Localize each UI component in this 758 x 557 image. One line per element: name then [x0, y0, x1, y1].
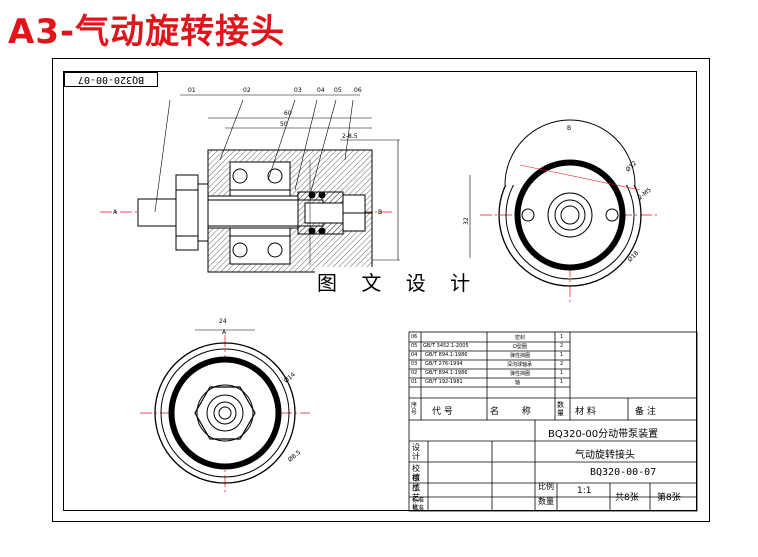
dimension-label: Ø8.5 — [287, 449, 303, 464]
part-row-std: GB/T 894.1-1986 — [425, 370, 468, 376]
scale-label: 比例 — [538, 482, 554, 491]
section-view — [100, 94, 400, 273]
part-row-name: 轴 — [515, 380, 521, 386]
part-row-qty: 1 — [560, 370, 564, 376]
role-approve: 批准 — [412, 505, 425, 512]
part-row-no: 01 — [411, 379, 418, 385]
part-label: 03 — [294, 87, 302, 94]
part-label: 06 — [354, 87, 362, 94]
header-qty: 数量 — [557, 401, 564, 417]
part-row-no: 03 — [411, 361, 418, 367]
view-label: A — [222, 329, 227, 336]
part-row-std: GB/T 3452.1-2005 — [423, 343, 469, 349]
part-row-name: 深沟球轴承 — [507, 362, 533, 368]
drawing-number: BQ320-00-07 — [590, 467, 657, 478]
dimension-label: Ø18 — [626, 250, 640, 264]
role-check: 校核 — [412, 464, 420, 482]
part-row-qty: 1 — [560, 379, 564, 385]
dimension-label: 32 — [463, 217, 470, 225]
part-name: 气动旋转接头 — [575, 450, 635, 461]
role-process: 工艺 — [412, 484, 420, 502]
part-row-qty: 1 — [560, 334, 564, 340]
dimension-label: 2-8.5 — [342, 133, 358, 140]
part-row-no: 02 — [411, 370, 418, 376]
header-code: 代 号 — [432, 407, 453, 417]
dimension-label: 2-M5 — [637, 186, 653, 201]
header-material: 材 料 — [575, 407, 596, 417]
part-row-qty: 1 — [560, 352, 564, 358]
part-row-no: 05 — [411, 343, 418, 349]
part-row-no: 06 — [411, 334, 418, 340]
assembly-name: BQ320-00分动带泵装置 — [548, 429, 659, 440]
section-mark: B — [378, 209, 382, 216]
page-title: A3-气动旋转接头 — [8, 12, 286, 52]
part-row-name: 密封 — [515, 335, 526, 341]
part-row-name: 弹性挡圈 — [510, 371, 531, 377]
role-review: 审核 — [412, 474, 420, 492]
dimension-label: 24 — [219, 318, 227, 325]
watermark-text: 图 文 设 计 — [315, 267, 482, 296]
dimension-label: Ø14 — [283, 371, 297, 384]
part-row-std: GB/T 192-1981 — [425, 379, 463, 385]
view-label: B — [567, 125, 571, 132]
part-label: 05 — [334, 87, 342, 94]
section-mark: A — [113, 209, 118, 216]
sheets-total: 共8张 — [615, 493, 639, 503]
bottom-view — [140, 329, 310, 495]
role-standard: 标准化 — [412, 497, 425, 511]
scale-value: 1:1 — [577, 486, 592, 496]
dimension-label: 60 — [284, 110, 292, 117]
part-row-name: 弹性挡圈 — [510, 353, 531, 359]
part-row-std: GB/T 276-1994 — [425, 361, 463, 367]
part-row-qty: 2 — [560, 361, 564, 367]
header-no: 序号 — [411, 402, 418, 416]
right-view — [469, 119, 660, 305]
part-label: 02 — [243, 87, 251, 94]
title-block-grid — [408, 331, 698, 512]
part-label: 04 — [317, 87, 325, 94]
part-label: 01 — [188, 87, 196, 94]
header-remark: 备 注 — [635, 407, 656, 417]
header-name: 名 称 — [490, 407, 541, 417]
part-row-no: 04 — [411, 352, 418, 358]
quantity-label: 数量 — [538, 497, 554, 506]
part-row-std: GB/T 894.1-1986 — [425, 352, 468, 358]
drawing-frame — [63, 71, 697, 511]
role-design: 设计 — [412, 443, 420, 461]
part-row-name: O型圈 — [513, 344, 527, 350]
part-row-qty: 2 — [560, 343, 564, 349]
dimension-label: 50 — [280, 121, 288, 128]
sheet-number: 第8张 — [657, 493, 681, 503]
drawing-sheet-border — [52, 58, 710, 522]
